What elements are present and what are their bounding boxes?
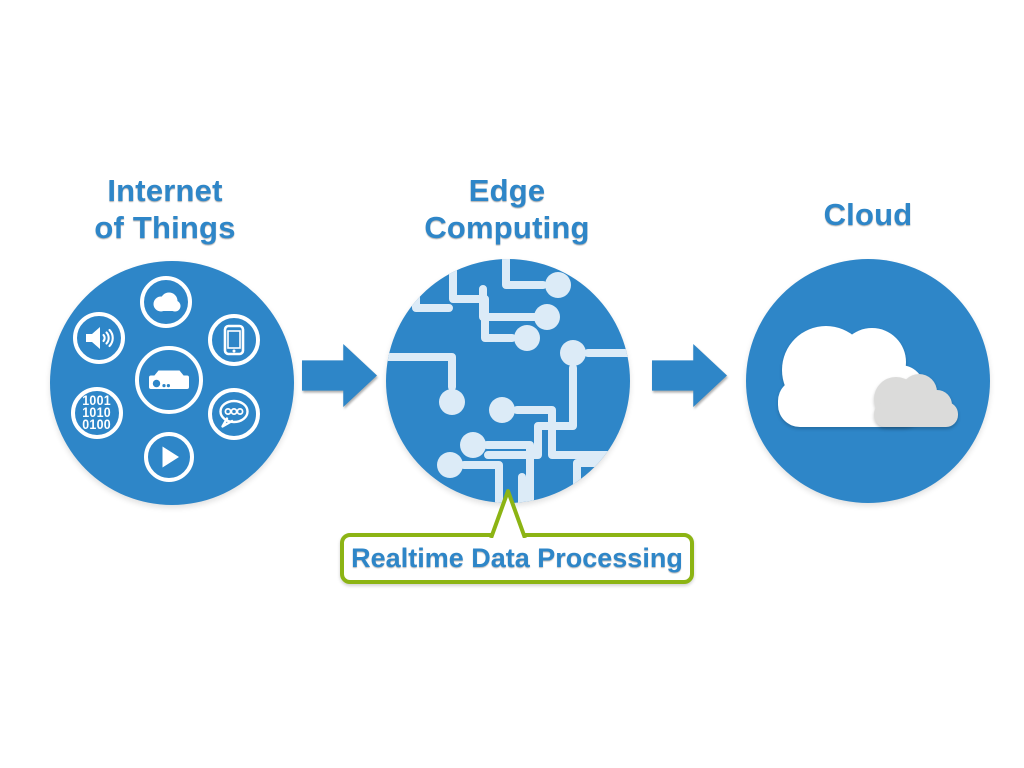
- right-arrow-icon: [652, 344, 727, 407]
- binary-code-icon: 1001 1010 0100: [71, 387, 123, 439]
- callout-label: Realtime Data Processing: [351, 543, 683, 573]
- edge-circle: [386, 259, 630, 503]
- chat-bubble-glyph: [219, 399, 249, 428]
- chat-bubble-icon: [208, 388, 260, 440]
- cloud-glyph: [153, 292, 181, 312]
- iot-circle: 1001 1010 0100: [50, 261, 294, 505]
- callout-box: Realtime Data Processing: [340, 533, 694, 584]
- arrow-shape: [652, 344, 727, 407]
- cloud-title: Cloud: [823, 197, 913, 232]
- binary-code-text: 1001 1010 0100: [82, 393, 112, 432]
- callout-pointer-icon: [489, 489, 527, 538]
- set-top-box-glyph: [149, 370, 189, 389]
- arrow-shape: [302, 344, 377, 407]
- gray-cloud-glyph: [874, 374, 958, 427]
- right-arrow-icon: [302, 344, 377, 407]
- set-top-box-icon: [135, 346, 203, 414]
- clouds-icon: [778, 326, 958, 427]
- edge-title: Edge Computing: [424, 173, 590, 245]
- iot-title: Internet of Things: [94, 173, 236, 245]
- circuit-board-icon: [386, 259, 630, 503]
- play-icon: [144, 432, 194, 482]
- smartphone-glyph: [223, 324, 245, 356]
- play-glyph: [162, 446, 179, 468]
- speaker-glyph: [86, 327, 114, 349]
- smartphone-icon: [208, 314, 260, 366]
- cloud-icon: [140, 276, 192, 328]
- speaker-icon: [73, 312, 125, 364]
- cloud-circle: [746, 259, 990, 503]
